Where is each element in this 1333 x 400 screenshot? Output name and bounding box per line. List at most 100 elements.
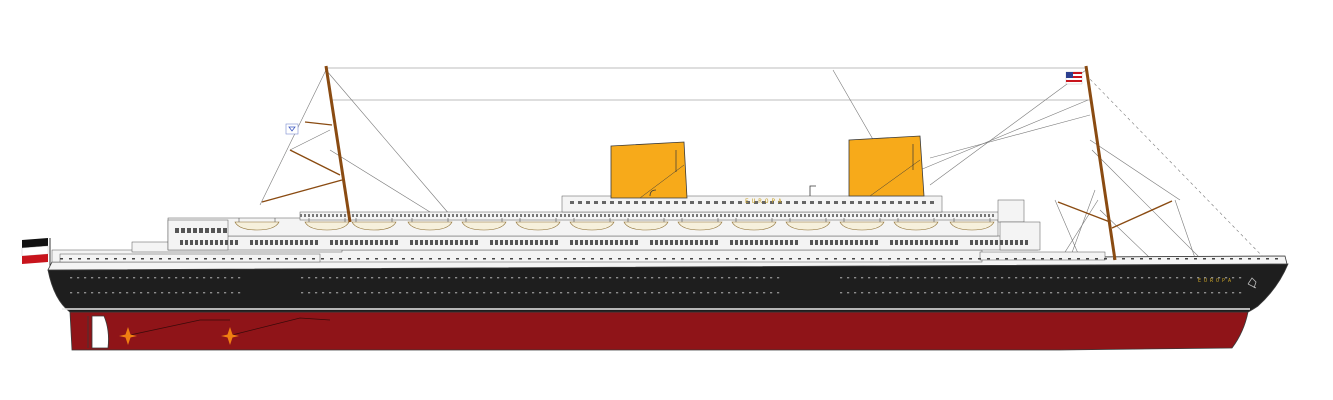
porthole xyxy=(721,277,724,279)
window xyxy=(964,214,966,217)
porthole xyxy=(1050,292,1053,294)
porthole xyxy=(189,277,192,279)
porthole xyxy=(994,292,997,294)
window xyxy=(516,214,518,217)
window xyxy=(1000,240,1003,245)
window xyxy=(335,240,338,245)
window xyxy=(501,258,504,260)
porthole xyxy=(1036,292,1039,294)
porthole xyxy=(469,292,472,294)
porthole xyxy=(588,277,591,279)
porthole xyxy=(168,292,171,294)
window xyxy=(988,214,990,217)
window xyxy=(1005,258,1008,260)
window xyxy=(850,201,854,204)
window xyxy=(1023,258,1026,260)
porthole xyxy=(70,277,73,279)
porthole xyxy=(476,292,479,294)
window xyxy=(96,258,99,260)
window xyxy=(674,201,678,204)
porthole xyxy=(777,292,780,294)
window xyxy=(780,240,783,245)
window xyxy=(1086,258,1089,260)
window xyxy=(336,214,338,217)
window xyxy=(834,258,837,260)
window xyxy=(816,258,819,260)
window xyxy=(804,214,806,217)
window xyxy=(970,240,973,245)
porthole xyxy=(1008,277,1011,279)
window xyxy=(915,258,918,260)
window xyxy=(564,258,567,260)
window xyxy=(738,201,742,204)
window xyxy=(456,214,458,217)
porthole xyxy=(721,292,724,294)
porthole xyxy=(1141,292,1144,294)
window xyxy=(920,240,923,245)
porthole xyxy=(609,277,612,279)
porthole xyxy=(1169,277,1172,279)
window xyxy=(360,240,363,245)
window xyxy=(828,214,830,217)
window xyxy=(952,214,954,217)
window xyxy=(456,258,459,260)
aft-house xyxy=(167,219,229,251)
porthole xyxy=(203,292,206,294)
porthole xyxy=(385,292,388,294)
porthole xyxy=(938,292,941,294)
window xyxy=(968,214,970,217)
window xyxy=(650,240,653,245)
porthole xyxy=(1204,277,1207,279)
window xyxy=(537,258,540,260)
window xyxy=(60,258,63,260)
porthole xyxy=(70,292,73,294)
window xyxy=(205,228,209,233)
window xyxy=(620,240,623,245)
window xyxy=(800,214,802,217)
window xyxy=(304,214,306,217)
porthole xyxy=(931,292,934,294)
window xyxy=(312,258,315,260)
window xyxy=(575,240,578,245)
window xyxy=(728,214,730,217)
window xyxy=(924,214,926,217)
porthole xyxy=(1218,277,1221,279)
window xyxy=(532,214,534,217)
window xyxy=(1015,240,1018,245)
window xyxy=(545,240,548,245)
window xyxy=(900,240,903,245)
window xyxy=(475,240,478,245)
window xyxy=(768,214,770,217)
porthole xyxy=(553,292,556,294)
window xyxy=(476,214,478,217)
porthole xyxy=(196,277,199,279)
window xyxy=(348,258,351,260)
porthole xyxy=(133,277,136,279)
window xyxy=(928,214,930,217)
window xyxy=(588,214,590,217)
window xyxy=(696,214,698,217)
porthole xyxy=(357,277,360,279)
porthole xyxy=(308,292,311,294)
window xyxy=(339,258,342,260)
window xyxy=(530,240,533,245)
porthole xyxy=(623,277,626,279)
window xyxy=(332,214,334,217)
porthole xyxy=(1225,277,1228,279)
porthole xyxy=(700,292,703,294)
window xyxy=(675,240,678,245)
aft-derrick-2 xyxy=(289,149,341,176)
window xyxy=(330,258,333,260)
window xyxy=(1010,240,1013,245)
porthole xyxy=(749,292,752,294)
window xyxy=(920,214,922,217)
window xyxy=(972,214,974,217)
porthole xyxy=(917,277,920,279)
window xyxy=(440,214,442,217)
window xyxy=(525,240,528,245)
window xyxy=(340,214,342,217)
porthole xyxy=(315,292,318,294)
window xyxy=(310,240,313,245)
porthole xyxy=(378,277,381,279)
window xyxy=(1025,240,1028,245)
